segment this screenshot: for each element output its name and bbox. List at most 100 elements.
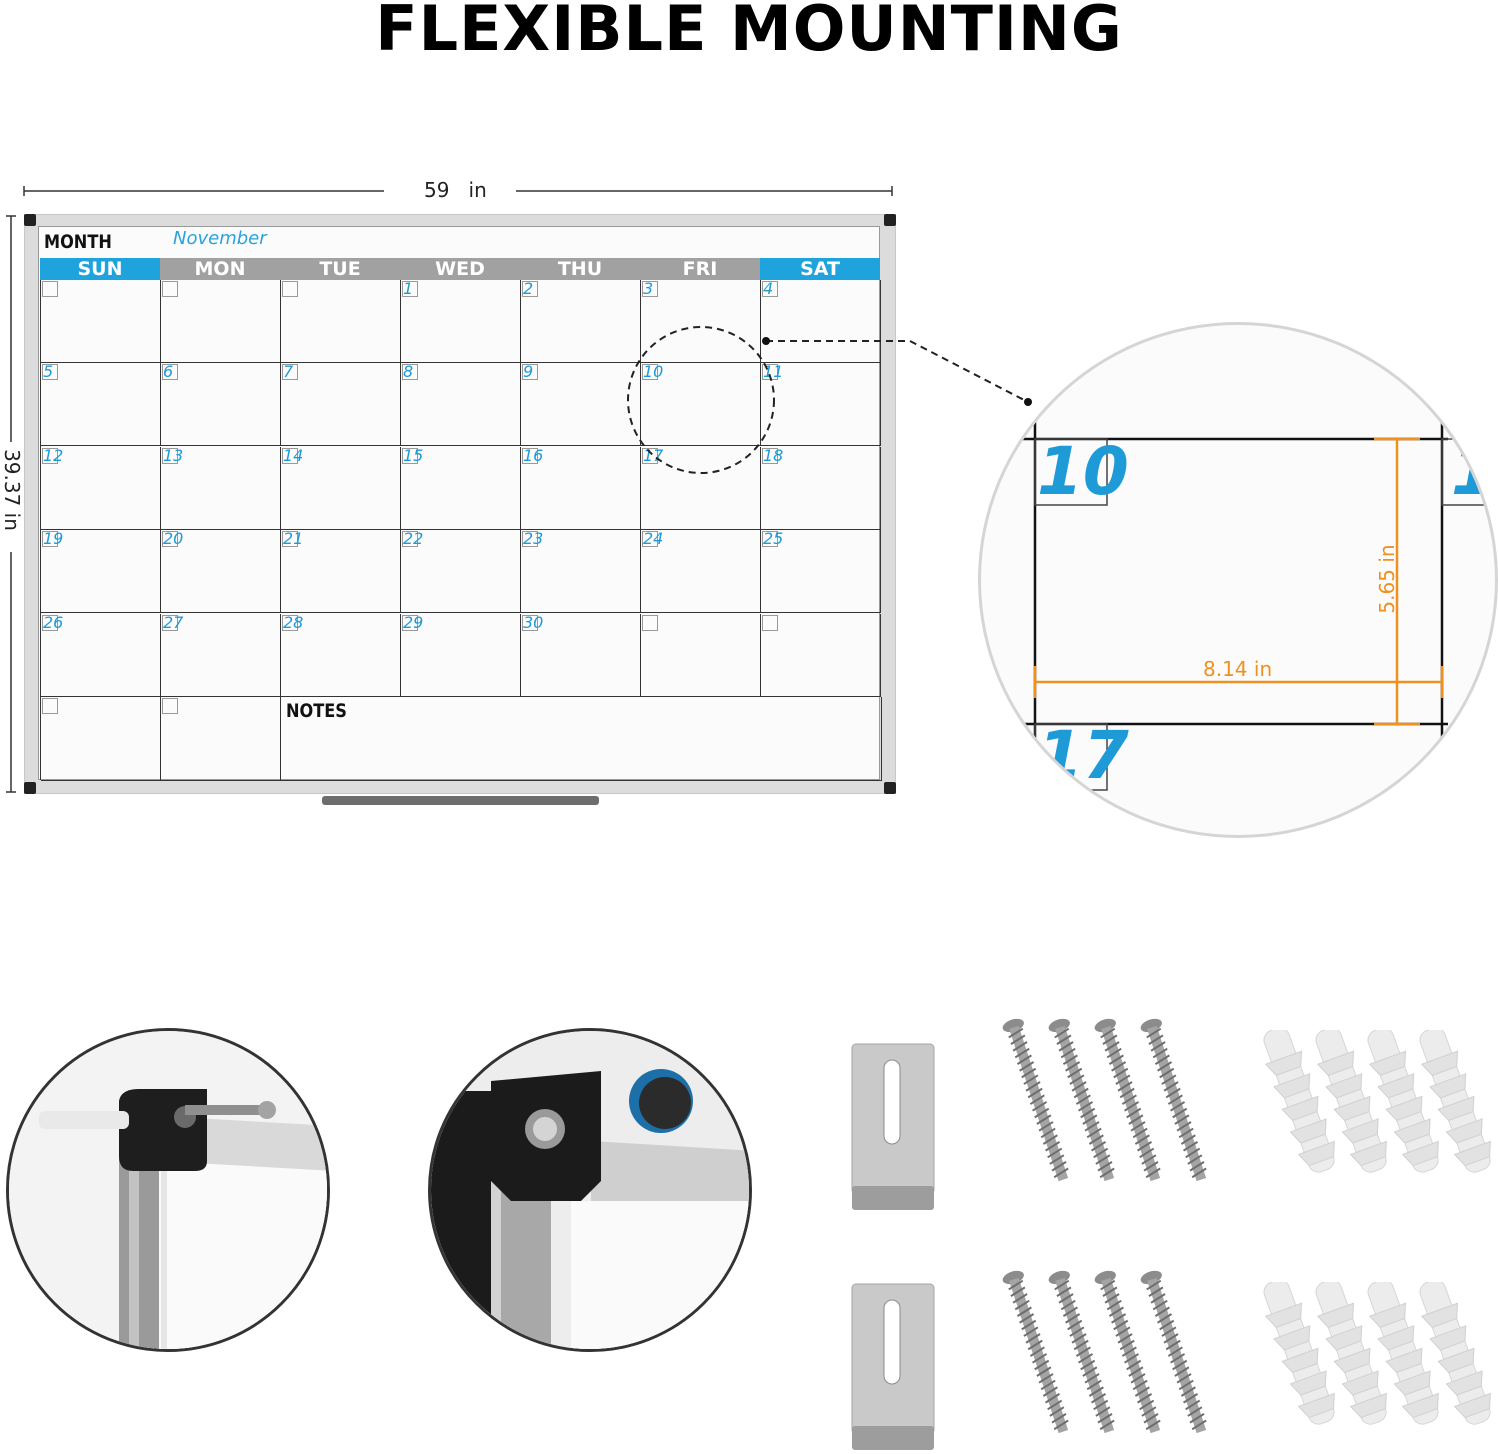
wall-anchor-icon: [1367, 1282, 1439, 1425]
day-number: [42, 698, 58, 714]
wall-anchor-icon: [1263, 1282, 1335, 1425]
day-header-wed: WED: [400, 258, 520, 280]
calendar-cell: 1: [401, 280, 521, 363]
day-number: 10: [642, 362, 664, 382]
day-number: 13: [162, 445, 184, 465]
day-number: 4: [762, 281, 778, 297]
calendar-cell: 28: [281, 612, 401, 697]
calendar-cell: 15: [401, 445, 521, 530]
day-number: [642, 614, 658, 631]
zoom-next-number: 1: [1451, 433, 1497, 510]
day-number: 30: [522, 612, 544, 632]
zoom-cell-number: 10: [1037, 433, 1129, 510]
calendar-cell: 16: [521, 445, 641, 530]
day-number: 15: [402, 445, 424, 465]
frame-corner-cap: [24, 214, 36, 226]
day-number: 1: [402, 281, 418, 297]
notes-area: [281, 697, 882, 781]
day-number: 3: [642, 281, 658, 297]
calendar-cell: 18: [761, 445, 881, 530]
month-value: November: [173, 228, 267, 249]
day-number: 23: [522, 529, 544, 549]
width-dimension-line: [23, 186, 893, 196]
day-number: 7: [282, 364, 298, 381]
frame-corner-cap: [24, 782, 36, 794]
day-number: 8: [402, 364, 418, 381]
wall-anchor-icon: [1419, 1030, 1491, 1173]
corner-mount-screw-icon: [6, 1028, 330, 1352]
calendar-cell: 13: [161, 445, 281, 530]
wall-anchor-icon: [1263, 1030, 1335, 1173]
calendar-cell: 6: [161, 363, 281, 447]
calendar-cell: 14: [281, 445, 401, 530]
calendar-cell: [161, 280, 281, 363]
cell-width-label: 8.14 in: [1203, 657, 1273, 681]
calendar-cell: [761, 613, 881, 697]
day-number: 28: [282, 612, 304, 632]
day-number: 9: [522, 364, 538, 381]
calendar-cell: 19: [41, 530, 161, 614]
calendar-cell: 22: [401, 529, 521, 614]
wall-anchor-icon: [1315, 1282, 1387, 1425]
day-number: 16: [522, 445, 544, 465]
zoom-leader: [627, 326, 1032, 474]
calendar-cell: 12: [41, 445, 161, 530]
frame-corner-cap: [884, 782, 896, 794]
calendar-cell: 8: [401, 363, 521, 447]
calendar-cell: 5: [41, 363, 161, 447]
calendar-cell: [281, 280, 401, 363]
screw-icon: [1002, 1018, 1069, 1182]
frame-corner-cap: [884, 214, 896, 226]
width-dimension-label: 59 in: [424, 178, 487, 202]
day-number: 12: [42, 445, 64, 465]
screw-icon: [1094, 1018, 1161, 1182]
calendar-cell: 4: [761, 280, 881, 363]
calendar-cell: 2: [521, 280, 641, 363]
day-number: 21: [282, 529, 304, 549]
day-number: [42, 281, 58, 297]
whiteboard-surface: [38, 226, 880, 780]
calendar-cell: [41, 697, 161, 781]
day-number: 2: [522, 281, 538, 297]
mounting-bracket-icon: [851, 1043, 935, 1210]
screw-icon: [1048, 1270, 1115, 1434]
calendar-cell: 24: [641, 529, 761, 614]
mounting-bracket-icon: [851, 1283, 935, 1450]
day-number: 27: [162, 612, 184, 632]
screw-icon: [1002, 1270, 1069, 1434]
day-header-sun: SUN: [40, 258, 160, 280]
day-header-fri: FRI: [640, 258, 760, 280]
cell-size-zoom: 10 1 17 8.14 in 5.65 in: [978, 322, 1498, 838]
day-number: [162, 698, 178, 714]
calendar-cell: 9: [521, 363, 641, 447]
day-header-sat: SAT: [760, 258, 880, 280]
screw-icon: [1048, 1018, 1115, 1182]
day-number: 18: [762, 445, 784, 465]
calendar-cell: 20: [161, 529, 281, 614]
wall-anchor-icon: [1315, 1030, 1387, 1173]
day-number: 29: [402, 612, 424, 632]
calendar-cell: 10: [641, 362, 761, 447]
day-number: 5: [42, 364, 58, 381]
zoom-below-number: 17: [1037, 717, 1129, 794]
calendar-cell: 27: [161, 612, 281, 697]
calendar-cell: 26: [41, 612, 161, 697]
day-number: 26: [42, 612, 64, 632]
marker-tray: [322, 796, 599, 805]
day-number: 22: [402, 529, 424, 549]
screw-icon: [1140, 1018, 1207, 1182]
day-number: [282, 281, 298, 297]
calendar-cell: [641, 613, 761, 697]
corner-magnet-icon: [428, 1028, 752, 1352]
day-header-mon: MON: [160, 258, 280, 280]
calendar-cell: 21: [281, 529, 401, 614]
calendar-cell: 23: [521, 529, 641, 614]
calendar-cell: [161, 697, 281, 781]
day-number: 14: [282, 445, 304, 465]
calendar-cell: 3: [641, 280, 761, 363]
month-label: MONTH: [44, 231, 112, 253]
day-number: 24: [642, 529, 664, 549]
day-number: 20: [162, 529, 184, 549]
calendar-cell: 30: [521, 612, 641, 697]
